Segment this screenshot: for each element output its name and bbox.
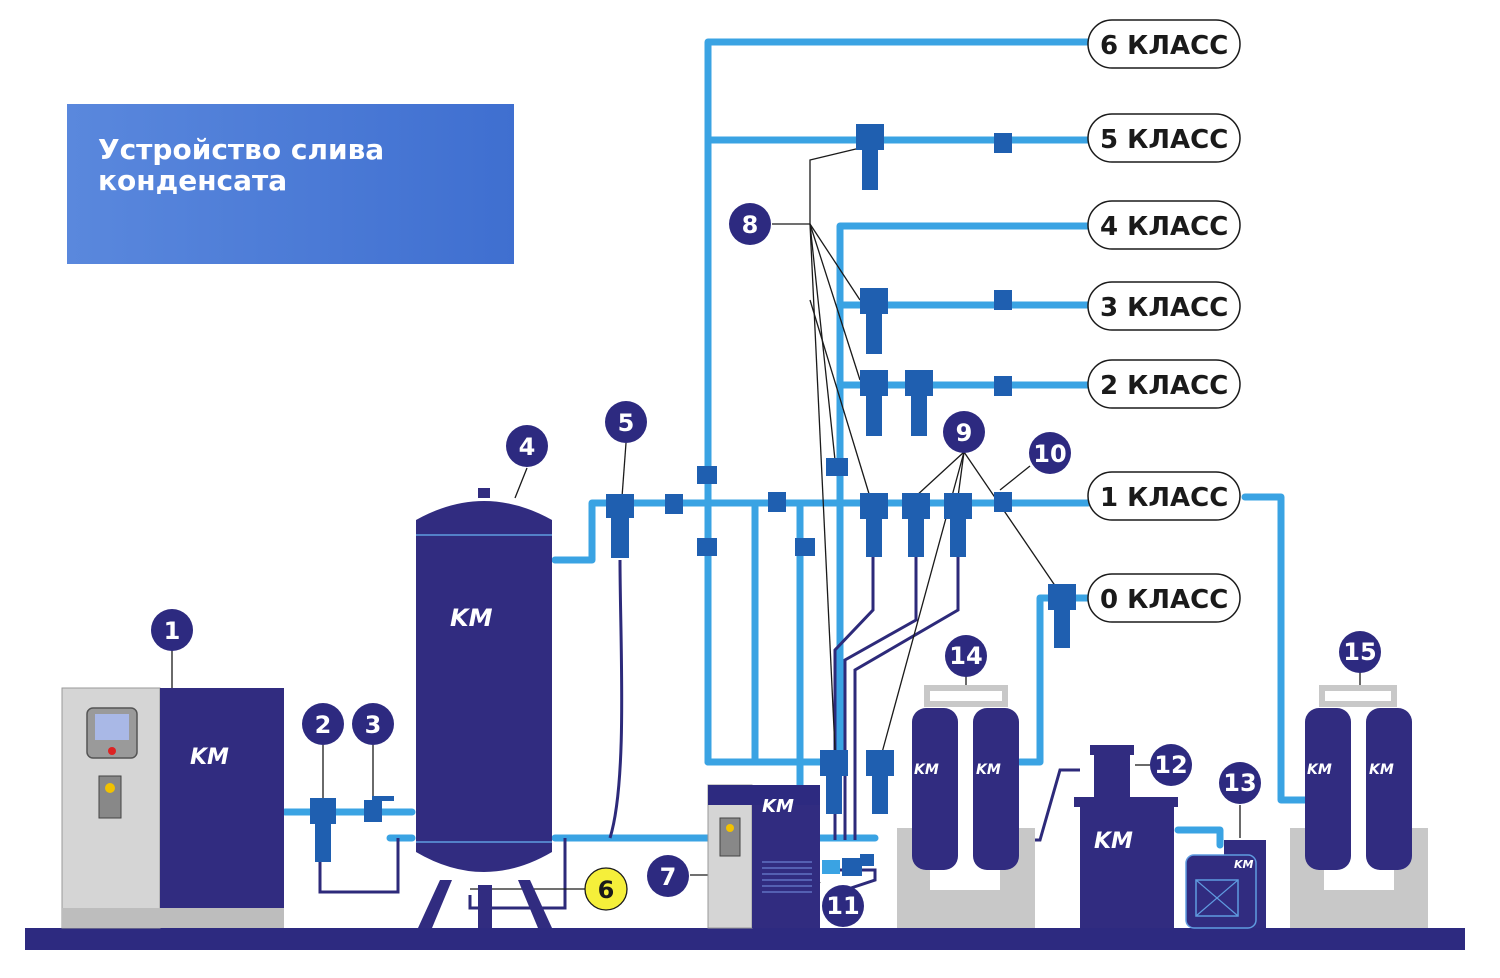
page-title: Устройство слива конденсата — [98, 133, 385, 197]
svg-text:15: 15 — [1343, 638, 1376, 666]
svg-text:5: 5 — [618, 409, 635, 437]
svg-text:10: 10 — [1033, 440, 1066, 468]
filters-9 — [820, 493, 1076, 814]
class-0-label: 0 КЛАСС — [1087, 573, 1241, 623]
marker-5: 5 — [605, 401, 647, 443]
brand-logo: KM — [914, 762, 939, 778]
filter-5 — [606, 494, 634, 558]
svg-text:12: 12 — [1154, 751, 1187, 779]
marker-6: 6 — [584, 867, 628, 911]
filter-2 — [310, 798, 336, 862]
svg-text:9: 9 — [956, 419, 973, 447]
adsorption-dryer-15: KM KM — [1290, 685, 1428, 928]
svg-text:2: 2 — [315, 711, 332, 739]
svg-text:11: 11 — [826, 892, 859, 920]
svg-text:6 КЛАСС: 6 КЛАСС — [1100, 31, 1228, 61]
svg-text:13: 13 — [1223, 769, 1256, 797]
svg-text:3: 3 — [365, 711, 382, 739]
air-pipes — [281, 38, 1309, 849]
brand-logo: KM — [450, 604, 493, 632]
receiver-tank: KM — [416, 488, 552, 928]
title-banner — [67, 104, 514, 264]
marker-11: 11 — [822, 885, 864, 927]
svg-text:8: 8 — [742, 211, 759, 239]
filters-8 — [856, 124, 933, 436]
class-3-label: 3 КЛАСС — [1087, 281, 1241, 331]
marker-4: 4 — [506, 425, 548, 467]
marker-3: 3 — [352, 703, 394, 745]
svg-text:7: 7 — [660, 863, 677, 891]
marker-15: 15 — [1339, 631, 1381, 673]
marker-2: 2 — [302, 703, 344, 745]
refrigeration-dryer: KM — [707, 784, 820, 929]
brand-logo: KM — [1307, 762, 1332, 778]
svg-text:2 КЛАСС: 2 КЛАСС — [1100, 371, 1228, 401]
svg-text:6: 6 — [598, 876, 615, 904]
marker-7: 7 — [647, 855, 689, 897]
marker-13: 13 — [1219, 762, 1261, 804]
class-1-label: 1 КЛАСС — [1087, 471, 1241, 521]
svg-text:4: 4 — [519, 433, 536, 461]
compressor: KM — [61, 687, 284, 929]
class-labels: 6 КЛАСС 5 КЛАСС 4 КЛАСС 3 КЛАСС 2 КЛАСС … — [1087, 19, 1241, 623]
svg-text:1: 1 — [164, 617, 181, 645]
brand-logo: KM — [190, 745, 229, 770]
number-markers: 1 2 3 4 5 6 7 8 9 10 11 12 13 14 15 — [151, 203, 1381, 927]
class-2-label: 2 КЛАСС — [1087, 359, 1241, 409]
brand-logo: KM — [976, 762, 1001, 778]
marker-9: 9 — [943, 411, 985, 453]
svg-text:3 КЛАСС: 3 КЛАСС — [1100, 293, 1228, 323]
svg-text:14: 14 — [949, 642, 982, 670]
class-6-label: 6 КЛАСС — [1087, 19, 1241, 69]
brand-logo: KM — [1234, 858, 1254, 871]
brand-logo: KM — [1369, 762, 1394, 778]
floor-bar — [25, 928, 1465, 950]
svg-text:4 КЛАСС: 4 КЛАСС — [1100, 212, 1228, 242]
svg-text:1 КЛАСС: 1 КЛАСС — [1100, 483, 1228, 513]
condensate-drain-11 — [822, 854, 874, 876]
marker-10: 10 — [1029, 432, 1071, 474]
collector-13: KM — [1185, 840, 1266, 929]
marker-1: 1 — [151, 609, 193, 651]
brand-logo: KM — [1094, 829, 1133, 854]
class-4-label: 4 КЛАСС — [1087, 200, 1241, 250]
oil-water-separator-12: KM — [1074, 745, 1178, 928]
drain-valve-3 — [364, 796, 394, 822]
svg-text:5 КЛАСС: 5 КЛАСС — [1100, 125, 1228, 155]
shutoff-valves — [665, 133, 1012, 556]
adsorption-dryer-14: KM KM — [897, 685, 1035, 928]
marker-8: 8 — [729, 203, 771, 245]
marker-12: 12 — [1150, 744, 1192, 786]
svg-text:0 КЛАСС: 0 КЛАСС — [1100, 585, 1228, 615]
marker-14: 14 — [945, 635, 987, 677]
brand-logo: KM — [762, 796, 794, 817]
class-5-label: 5 КЛАСС — [1087, 113, 1241, 163]
